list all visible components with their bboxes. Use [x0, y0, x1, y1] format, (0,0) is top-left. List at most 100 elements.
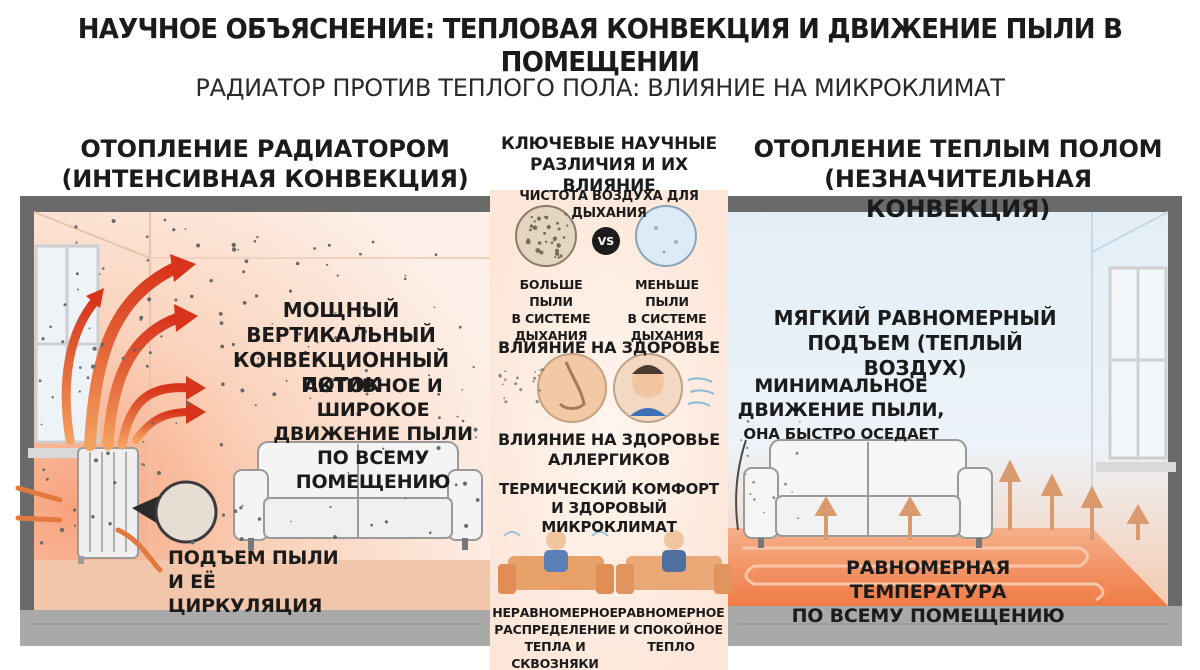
dust-particle: [530, 215, 533, 219]
dust-settle-arrow: [735, 439, 747, 531]
dust-particle: [378, 334, 382, 338]
dust-particle: [525, 239, 531, 245]
dust-particle: [256, 236, 259, 239]
dust-particle: [762, 511, 765, 514]
dust-particle: [145, 364, 149, 368]
dust-particle: [51, 396, 54, 399]
dust-particle: [538, 389, 541, 392]
dust-particle: [253, 239, 257, 243]
dust-particle: [220, 344, 225, 349]
dust-particle: [86, 376, 90, 380]
dust-particle: [358, 324, 360, 327]
dust-particle: [49, 325, 52, 329]
dust-particle: [163, 218, 167, 222]
dust-particle: [316, 341, 319, 344]
dust-particle: [557, 227, 561, 231]
minimal-dust-label: МИНИМАЛЬНОЕ ДВИЖЕНИЕ ПЫЛИ, ОНА БЫСТРО ОС…: [736, 374, 946, 446]
dust-particle: [63, 303, 67, 307]
dust-particle: [184, 228, 187, 231]
dust-particle: [242, 270, 246, 274]
dust-particle: [254, 294, 259, 298]
dust-particle: [295, 261, 300, 266]
window-right: [1096, 266, 1176, 472]
inflow-arrows: [15, 485, 163, 573]
comfort-line2: И ЗДОРОВЫЙ МИКРОКЛИМАТ: [541, 499, 677, 536]
dust-particle: [475, 498, 480, 502]
dust-particle: [556, 221, 559, 225]
dust-particle: [504, 400, 508, 404]
dust-particle: [221, 513, 226, 517]
dust-particle: [365, 392, 369, 396]
dust-particle: [370, 523, 374, 527]
dust-particle: [41, 337, 45, 341]
radiator: [77, 447, 139, 564]
dust-rise-label: ПОДЪЕМ ПЫЛИ И ЕЁ ЦИРКУЛЯЦИЯ: [168, 546, 368, 618]
page-subtitle: РАДИАТОР ПРОТИВ ТЕПЛОГО ПОЛА: ВЛИЯНИЕ НА…: [195, 74, 1005, 102]
dust-particle: [550, 241, 554, 245]
dust-particle: [59, 527, 65, 533]
dust-particle: [772, 496, 776, 499]
dust-particle: [555, 248, 559, 253]
dust-particle: [437, 392, 441, 396]
dust-particle: [746, 454, 749, 457]
even-heat-label: РАВНОМЕРНОЕ И СПОКОЙНОЕ ТЕПЛО: [614, 604, 728, 655]
more-dust-line3: ДЫХАНИЯ: [514, 328, 588, 343]
dust-particle: [533, 376, 537, 380]
dust-particle: [532, 225, 538, 230]
more-dust-line1: БОЛЬШЕ ПЫЛИ: [519, 277, 583, 309]
dust-particle: [473, 427, 478, 432]
dust-particle: [307, 345, 310, 348]
dust-particle: [559, 254, 563, 258]
dust-particle: [386, 452, 389, 455]
dust-particle: [142, 440, 145, 443]
comfort-line1: ТЕРМИЧЕСКИЙ КОМФОРТ: [499, 480, 719, 498]
dust-particle: [288, 289, 293, 293]
dust-particle: [239, 506, 243, 510]
dust-particle: [329, 381, 332, 383]
dust-particle: [92, 346, 97, 351]
dust-particle: [404, 497, 407, 500]
dust-particle: [529, 228, 532, 232]
minimal-dust-line1: МИНИМАЛЬНОЕ: [754, 375, 928, 397]
dust-particle: [196, 243, 201, 248]
dust-particle: [290, 520, 292, 523]
less-dust-line1: МЕНЬШЕ ПЫЛИ: [635, 277, 699, 309]
allergy-line1: ВЛИЯНИЕ НА ЗДОРОВЬЕ: [498, 430, 720, 449]
clean-air-circle: [635, 205, 697, 267]
dust-particle: [456, 415, 459, 418]
dust-particle: [428, 531, 432, 535]
dust-particle: [461, 389, 464, 391]
dust-particle: [791, 491, 793, 493]
dust-particle: [38, 379, 42, 383]
dust-particle: [186, 402, 190, 406]
active-dust-line1: АКТИВНОЕ И ШИРОКОЕ: [303, 375, 443, 421]
dust-particle: [529, 224, 534, 228]
dust-particle: [753, 498, 756, 501]
dust-particle: [88, 327, 91, 330]
dust-particle: [557, 256, 560, 259]
uneven-heat-label: НЕРАВНОМЕРНОЕ РАСПРЕДЕЛЕНИЕ ТЕПЛА И СКВО…: [492, 604, 618, 670]
minimal-dust-line2: ДВИЖЕНИЕ ПЫЛИ,: [737, 399, 945, 421]
dust-particle: [537, 241, 542, 245]
dust-particle: [461, 419, 465, 423]
dust-particle: [91, 515, 95, 519]
vs-badge: VS: [592, 227, 620, 255]
dust-particle: [137, 347, 139, 350]
dust-particle: [272, 392, 277, 397]
dust-particle: [362, 305, 367, 311]
radiator-room: [15, 196, 490, 616]
dust-particle: [108, 522, 112, 526]
dust-particle: [160, 335, 163, 338]
dust-particle: [427, 374, 431, 377]
dust-particle: [537, 216, 541, 221]
dust-particle: [433, 306, 436, 309]
dust-particle: [190, 294, 194, 299]
dust-particle: [535, 248, 541, 253]
dust-particle: [221, 382, 225, 387]
dust-particle: [111, 219, 116, 223]
vertical-flow-line2: КОНВЕКЦИОННЫЙ ПОТОК: [233, 348, 449, 397]
dust-particle: [434, 253, 438, 256]
dust-particle: [139, 318, 142, 321]
dust-particle: [740, 439, 743, 442]
dust-particle: [752, 480, 755, 484]
